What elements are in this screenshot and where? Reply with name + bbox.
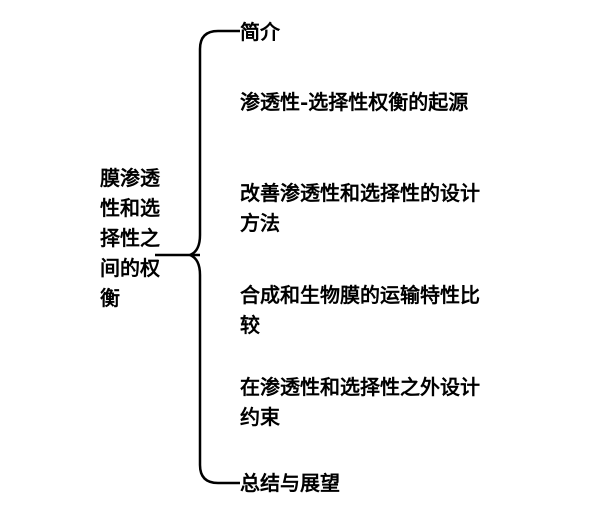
branch-transport-comparison: 合成和生物膜的运输特性比较 — [240, 283, 480, 337]
root-node-label: 膜渗透性和选择性之间的权衡 — [100, 166, 160, 310]
branch-summary-outlook: 总结与展望 — [240, 471, 340, 495]
branch-design-methods: 改善渗透性和选择性的设计方法 — [240, 181, 480, 235]
bracket-bottom-curl — [189, 253, 240, 485]
branch-introduction: 简介 — [240, 20, 280, 44]
branch-origin-of-tradeoff: 渗透性-选择性权衡的起源 — [240, 90, 469, 114]
branch-design-constraints: 在渗透性和选择性之外设计约束 — [240, 375, 480, 429]
bracket-top-curl — [189, 29, 240, 257]
